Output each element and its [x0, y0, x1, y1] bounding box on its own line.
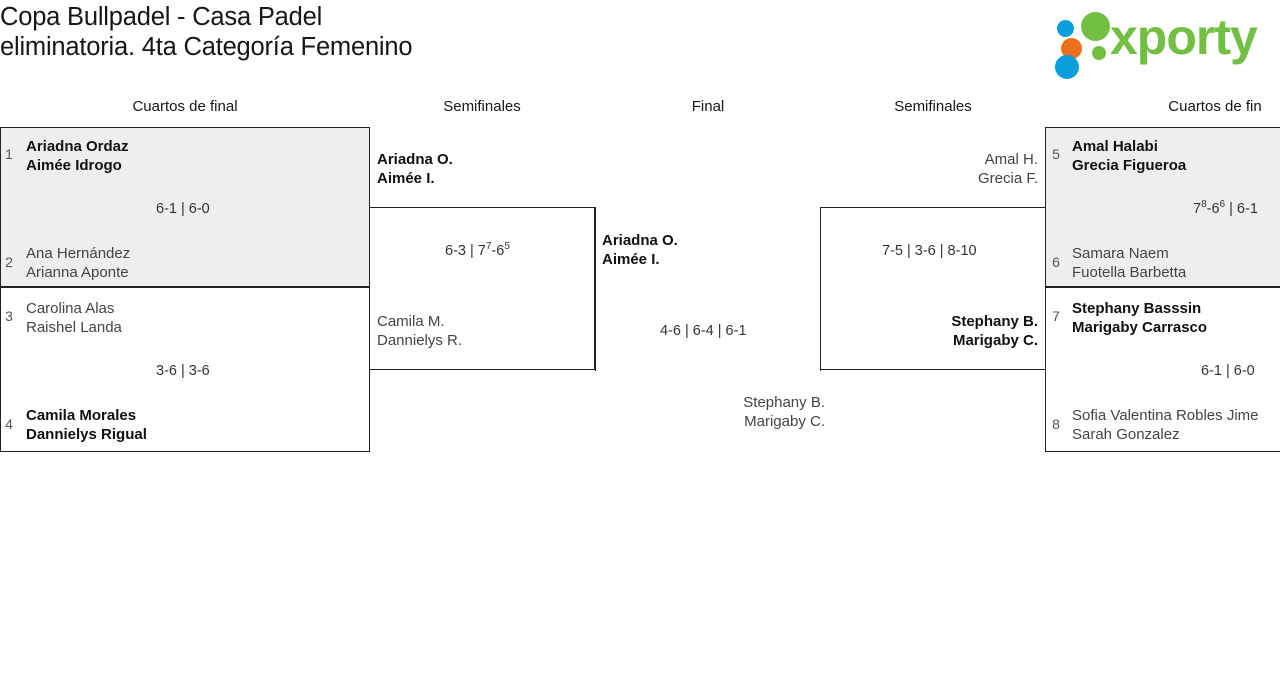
logo-dot-green-large-icon [1081, 12, 1110, 41]
team-qf-right-1-top: Amal Halabi Grecia Figueroa [1072, 138, 1187, 174]
match-qf-left-1[interactable] [0, 127, 370, 287]
team-sf-right-top: Amal H. Grecia F. [977, 151, 1038, 187]
score-qf-right-2: 6-1 | 6-0 [1201, 363, 1255, 379]
logo-dot-orange-icon [1061, 38, 1082, 59]
round-header-cuartos-right: Cuartos de fin [1168, 98, 1262, 115]
team-final-bottom: Stephany B. Marigaby C. [743, 394, 825, 430]
score-sf-right: 7-5 | 3-6 | 8-10 [882, 243, 977, 259]
team-qf-right-1-bottom: Samara Naem Fuotella Barbetta [1072, 245, 1187, 281]
page-header: Copa Bullpadel - Casa Padel eliminatoria… [0, 0, 1280, 88]
seed-number-1: 1 [5, 146, 13, 162]
score-qf-left-2: 3-6 | 3-6 [156, 363, 210, 379]
seed-number-8: 8 [1052, 416, 1060, 432]
connector-final-left [595, 207, 596, 371]
round-header-final: Final [691, 98, 725, 115]
match-sf-right[interactable] [820, 207, 1046, 370]
logo-dot-green-small-icon [1092, 46, 1106, 60]
xporty-logo: xporty [1046, 6, 1276, 79]
team-qf-left-1-top: Ariadna Ordaz Aimée Idrogo [26, 138, 129, 174]
match-qf-right-1[interactable] [1045, 127, 1280, 287]
team-qf-left-2-top: Carolina Alas Raishel Landa [26, 300, 122, 336]
seed-number-6: 6 [1052, 254, 1060, 270]
team-sf-left-bottom: Camila M. Dannielys R. [377, 313, 463, 349]
team-qf-left-2-bottom: Camila Morales Dannielys Rigual [26, 407, 147, 443]
score-qf-left-1: 6-1 | 6-0 [156, 201, 210, 217]
logo-dot-blue-small-icon [1057, 20, 1074, 37]
seed-number-4: 4 [5, 416, 13, 432]
round-header-semifinales-left: Semifinales [443, 98, 521, 115]
logo-dot-blue-large-icon [1055, 55, 1079, 79]
connector-final-right [820, 207, 821, 371]
team-sf-left-top: Ariadna O. Aimée I. [377, 151, 453, 187]
match-sf-left[interactable] [369, 207, 595, 370]
team-final-top: Ariadna O. Aimée I. [602, 232, 678, 268]
logo-wordmark: xporty [1110, 9, 1258, 65]
match-qf-right-2[interactable] [1045, 287, 1280, 452]
seed-number-7: 7 [1052, 308, 1060, 324]
page-title: Copa Bullpadel - Casa Padel eliminatoria… [0, 3, 413, 61]
seed-number-3: 3 [5, 308, 13, 324]
team-qf-left-1-bottom: Ana Hernández Arianna Aponte [26, 245, 131, 281]
seed-number-5: 5 [1052, 146, 1060, 162]
match-qf-left-2[interactable] [0, 287, 370, 452]
team-qf-right-2-bottom: Sofia Valentina Robles Jime Sarah Gonzal… [1072, 407, 1259, 443]
score-qf-right-1: 78-66 | 6-1 [1193, 199, 1258, 217]
score-final: 4-6 | 6-4 | 6-1 [660, 323, 747, 339]
team-qf-right-2-top: Stephany Basssin Marigaby Carrasco [1072, 300, 1208, 336]
seed-number-2: 2 [5, 254, 13, 270]
logo-dots-icon [1054, 10, 1116, 79]
team-sf-right-bottom: Stephany B. Marigaby C. [951, 313, 1038, 349]
score-sf-left: 6-3 | 77-65 [445, 241, 510, 259]
round-header-cuartos-left: Cuartos de final [132, 98, 238, 115]
round-header-semifinales-right: Semifinales [894, 98, 972, 115]
